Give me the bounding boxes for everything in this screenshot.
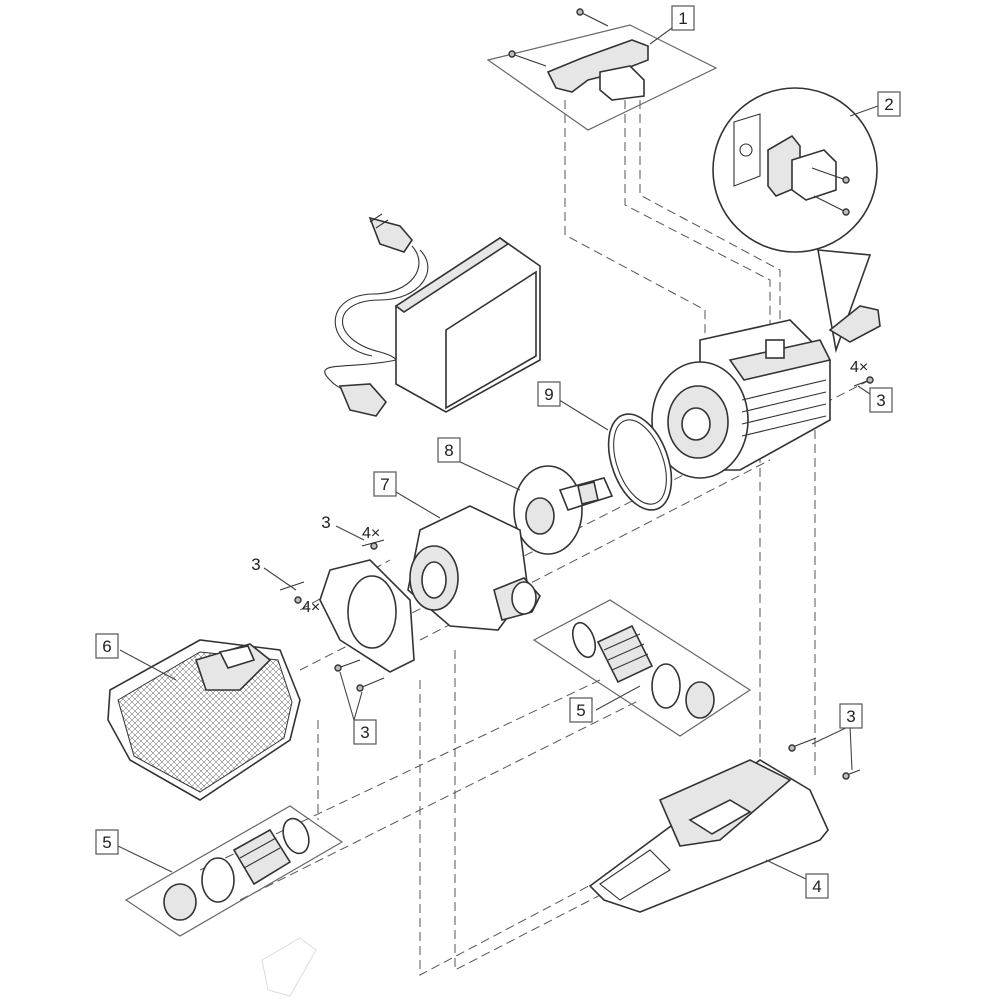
- strainer-basket-part: [107, 639, 301, 801]
- handle-part: [486, 8, 718, 131]
- callout-3-left-mid-label: 3: [251, 555, 260, 574]
- callout-3-bottom-left-label: 3: [360, 723, 369, 742]
- magnified-detail: [712, 87, 878, 354]
- quantity-left-top: 4×: [362, 525, 380, 542]
- quantity-right: 4×: [850, 359, 868, 376]
- callout-9: 9: [537, 381, 561, 407]
- callout-5-left: 5: [95, 829, 119, 855]
- callout-4-label: 4: [812, 877, 821, 896]
- callout-3-bottom-right: 3: [839, 703, 863, 729]
- callout-2-label: 2: [884, 95, 893, 114]
- callout-8-label: 8: [444, 441, 453, 460]
- pump-housing-part: [407, 505, 541, 631]
- callout-3-left-mid: 3 4×: [251, 555, 320, 616]
- callout-6: 6: [95, 633, 119, 659]
- flange-plate: [279, 539, 415, 692]
- o-ring-part: [607, 413, 673, 511]
- callout-7-label: 7: [380, 475, 389, 494]
- callout-3-right-label: 3: [876, 391, 885, 410]
- faint-watermark-shape: [261, 937, 317, 997]
- callout-8: 8: [437, 437, 461, 463]
- hose-connector-set-right: [532, 599, 752, 737]
- callout-1-label: 1: [678, 9, 687, 28]
- callout-3-bottom-right-label: 3: [846, 707, 855, 726]
- callout-1: 1: [671, 5, 695, 31]
- callout-3-left-top: 3 4×: [321, 513, 380, 542]
- callout-4: 4: [805, 873, 829, 899]
- callout-3-right: 4× 3: [850, 359, 893, 413]
- hose-connector-set-left: [124, 805, 344, 937]
- callout-5-left-label: 5: [102, 833, 111, 852]
- motor-housing: [651, 305, 881, 479]
- impeller-part: [513, 465, 614, 555]
- base-stand-part: [588, 737, 861, 913]
- callout-7: 7: [373, 471, 397, 497]
- callout-6-label: 6: [102, 637, 111, 656]
- callout-2: 2: [877, 91, 901, 117]
- callout-5-right-label: 5: [576, 701, 585, 720]
- control-box-with-cables: [324, 213, 541, 417]
- leader-lines: [117, 27, 879, 881]
- callout-3-left-top-label: 3: [321, 513, 330, 532]
- callout-3-bottom-left: 3: [353, 719, 377, 745]
- callout-9-label: 9: [544, 385, 553, 404]
- callout-5-right: 5: [569, 697, 593, 723]
- quantity-left-mid: 4×: [302, 599, 320, 616]
